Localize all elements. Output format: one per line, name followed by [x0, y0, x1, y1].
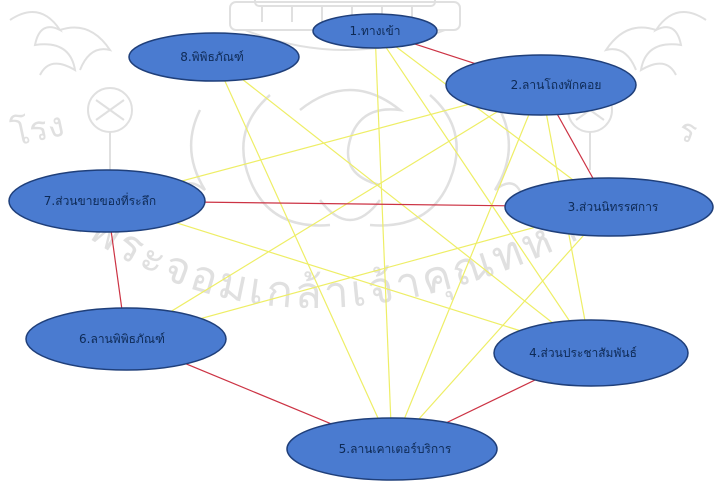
secondary-edge-n2-n6 [125, 84, 542, 340]
node-museum-courtyard-label: 6.ลานพิพิธภัณฑ์ [79, 332, 165, 346]
secondary-edge-n7-n4 [106, 200, 592, 354]
node-exhibition-shape[interactable] [504, 177, 714, 237]
secondary-edge-n8-n5 [213, 56, 393, 450]
node-entrance-shape[interactable] [312, 13, 438, 49]
seal-text-right: ร [673, 110, 702, 152]
node-waiting-hall-label: 2.ลานโถงพักคอย [511, 78, 602, 92]
node-waiting-hall-shape[interactable] [445, 54, 637, 116]
node-waiting-hall[interactable]: 2.ลานโถงพักคอย [445, 54, 637, 116]
node-entrance-label: 1.ทางเข้า [350, 24, 401, 38]
secondary-edge-n1-n4 [374, 30, 592, 354]
node-museum-courtyard-shape[interactable] [25, 307, 227, 371]
node-public-relations[interactable]: 4.ส่วนประชาสัมพันธ์ [493, 319, 689, 387]
node-service-counter[interactable]: 5.ลานเคาเตอร์บริการ [286, 417, 498, 481]
node-service-counter-label: 5.ลานเคาเตอร์บริการ [339, 442, 452, 456]
node-souvenir-shop[interactable]: 7.ส่วนขายของที่ระลึก [8, 169, 206, 233]
node-museum-courtyard[interactable]: 6.ลานพิพิธภัณฑ์ [25, 307, 227, 371]
node-public-relations-label: 4.ส่วนประชาสัมพันธ์ [529, 346, 637, 360]
secondary-edge-n1-n5 [374, 30, 393, 450]
node-souvenir-shop-label: 7.ส่วนขายของที่ระลึก [44, 192, 156, 208]
left-leaf-ornament [9, 11, 133, 170]
secondary-edge-n2-n5 [391, 84, 542, 450]
seal-text-left: โรง [8, 105, 68, 155]
central-naga-emblem [173, 88, 527, 227]
node-exhibition-label: 3.ส่วนนิทรรศการ [568, 200, 659, 214]
node-public-relations-shape[interactable] [493, 319, 689, 387]
node-souvenir-shop-shape[interactable] [8, 169, 206, 233]
node-entrance[interactable]: 1.ทางเข้า [312, 13, 438, 49]
node-museum[interactable]: 8.พิพิธภัณฑ์ [128, 32, 300, 82]
secondary-edge-n3-n6 [125, 206, 610, 340]
secondary-edge-n3-n5 [391, 206, 610, 450]
node-museum-shape[interactable] [128, 32, 300, 82]
secondary-edge-n1-n3 [374, 30, 610, 208]
node-service-counter-shape[interactable] [286, 417, 498, 481]
node-exhibition[interactable]: 3.ส่วนนิทรรศการ [504, 177, 714, 237]
node-museum-label: 8.พิพิธภัณฑ์ [180, 50, 244, 64]
